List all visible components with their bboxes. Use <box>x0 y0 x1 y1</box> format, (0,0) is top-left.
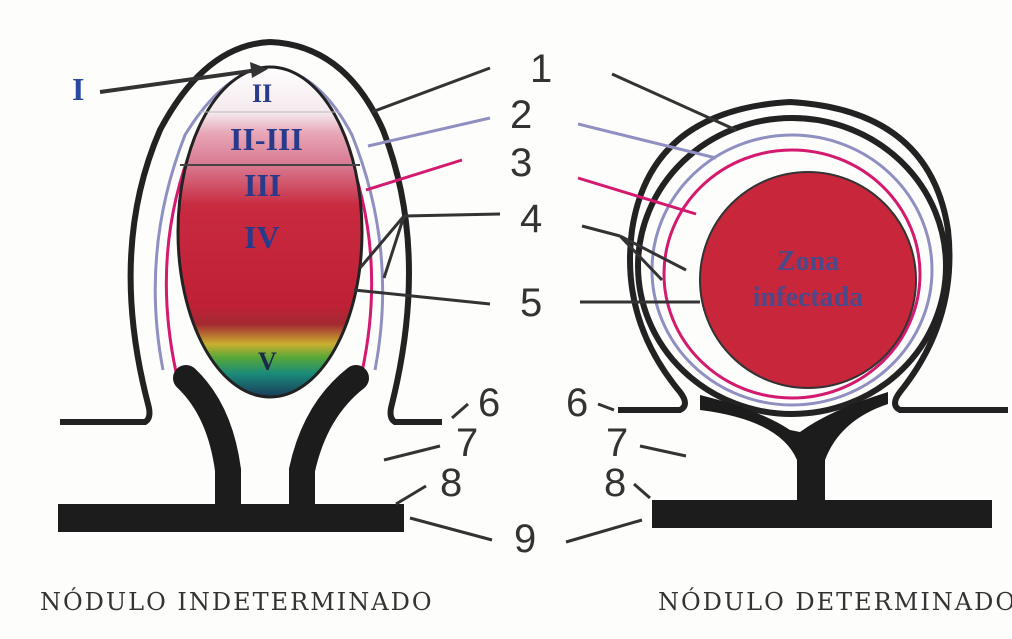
callout-2: 2 <box>510 93 532 137</box>
callout-3: 3 <box>510 141 532 185</box>
leader-8-left <box>396 486 426 504</box>
leader-8-right <box>634 484 650 498</box>
callout-6-left: 6 <box>478 381 500 425</box>
callout-5: 5 <box>520 281 542 325</box>
vascular-bundle-right <box>302 378 356 510</box>
callouts: 1 2 3 4 5 6 6 7 7 8 8 9 <box>354 47 736 561</box>
zone-label-I: I <box>72 71 84 107</box>
callout-8-left: 8 <box>440 461 462 505</box>
leader-7-right <box>640 446 686 456</box>
root-bar-right <box>652 500 992 528</box>
leader-6-left <box>452 404 468 418</box>
callout-7-right: 7 <box>606 421 628 465</box>
root-bar-left <box>58 504 404 532</box>
zone-label-V: V <box>258 347 277 376</box>
zone-label-III: III <box>244 167 281 203</box>
callout-4: 4 <box>520 197 542 241</box>
leader-7-left <box>384 446 440 460</box>
leader-4-c <box>384 216 404 278</box>
infected-zone-label-line1: Zona <box>777 246 839 277</box>
leader-1-left <box>372 68 490 112</box>
callout-7-left: 7 <box>456 421 478 465</box>
callout-1: 1 <box>530 47 552 91</box>
zone-label-II-III: II-III <box>230 121 303 157</box>
callout-9: 9 <box>514 517 536 561</box>
vascular-stalk-right <box>700 392 888 505</box>
zone-label-II: II <box>252 79 272 108</box>
determinate-nodule: Zona infectada <box>618 102 1008 528</box>
infected-zone-label-line2: infectada <box>753 282 863 313</box>
caption-indeterminate: NÓDULO INDETERMINADO <box>40 587 434 616</box>
zone-label-IV: IV <box>244 219 280 255</box>
leader-6-right <box>598 404 614 410</box>
vascular-bundle-left <box>186 378 228 510</box>
leader-9-right <box>566 520 642 542</box>
caption-determinate: NÓDULO DETERMINADO <box>658 587 1012 616</box>
leader-9-left <box>410 518 492 540</box>
leader-3-left <box>366 160 462 190</box>
infected-zone <box>700 172 916 388</box>
leader-4-right-a <box>582 226 620 236</box>
leader-1-right <box>612 74 736 130</box>
callout-6-right: 6 <box>566 381 588 425</box>
callout-8-right: 8 <box>604 461 626 505</box>
leader-5-left <box>354 290 490 304</box>
leader-4-a <box>404 214 500 216</box>
